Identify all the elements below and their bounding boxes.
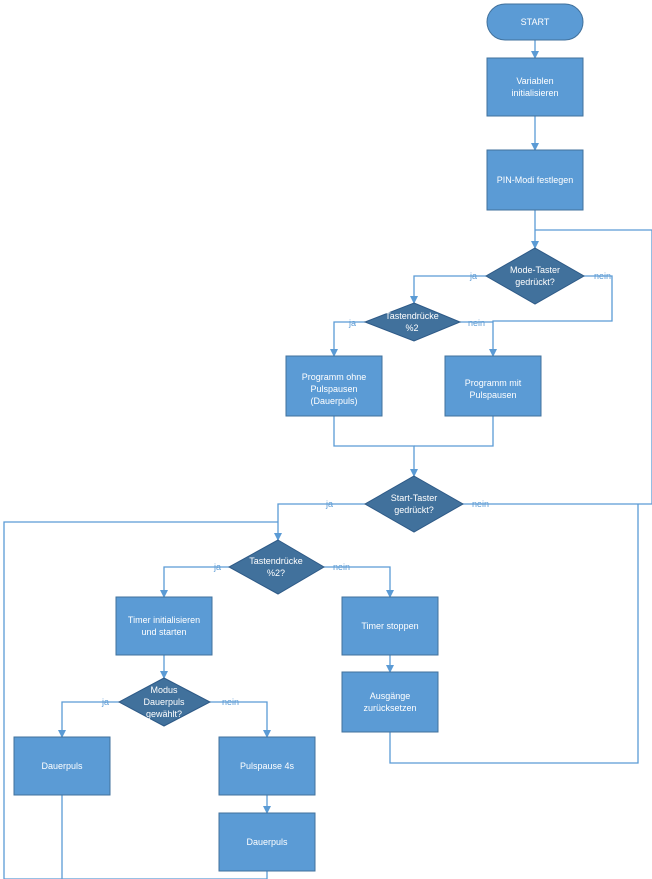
shapes bbox=[13, 3, 586, 872]
node-texts: START Variablen initialisieren PIN-Modi f… bbox=[41, 17, 573, 847]
text-dauerpuls-2: Dauerpuls bbox=[246, 837, 288, 847]
connector-prog-ohne-merge bbox=[333, 416, 418, 477]
node-text-line: PIN-Modi festlegen bbox=[497, 175, 574, 185]
connector-modus-ja bbox=[58, 701, 119, 738]
node-text-line: Timer stoppen bbox=[361, 621, 418, 631]
node-text-line: Tastendrücke bbox=[249, 556, 303, 566]
text-start-taster: Start-Taster gedrückt? bbox=[391, 493, 438, 515]
node-text-line: und starten bbox=[141, 627, 186, 637]
connector-dauerpuls2-loop bbox=[3, 521, 278, 879]
text-dauerpuls-1: Dauerpuls bbox=[41, 761, 83, 771]
decision-mode-taster bbox=[484, 247, 586, 305]
node-text-line: START bbox=[521, 17, 550, 27]
process-ausgaenge-zuruecksetzen bbox=[341, 671, 439, 733]
connector-mode-nein bbox=[489, 275, 613, 357]
label-ja-tastendruecke-2: ja bbox=[213, 562, 221, 572]
node-text-line: Tastendrücke bbox=[385, 311, 439, 321]
label-nein-start-taster: nein bbox=[472, 499, 489, 509]
node-text-line: Timer initialisieren bbox=[128, 615, 200, 625]
connector-ausgaenge-loop bbox=[389, 504, 639, 764]
process-programm-mit-pulspausen bbox=[444, 355, 542, 417]
node-text-line: Ausgänge bbox=[370, 691, 411, 701]
text-mode-taster: Mode-Taster gedrückt? bbox=[510, 265, 560, 287]
connector-tast2-nein bbox=[324, 566, 394, 598]
process-pulspause-4s bbox=[218, 736, 316, 796]
process-pin-modi-festlegen bbox=[486, 149, 584, 211]
process-dauerpuls-2 bbox=[218, 812, 316, 872]
decision-tastendruecke-2 bbox=[227, 539, 325, 595]
node-text-line: Pulspausen bbox=[310, 384, 357, 394]
node-text-line: Variablen bbox=[516, 76, 553, 86]
connector-mode-ja bbox=[410, 275, 486, 304]
process-timer-stoppen bbox=[341, 596, 439, 656]
node-text-line: gedrückt? bbox=[515, 277, 555, 287]
decision-tastendruecke-1 bbox=[363, 302, 462, 342]
text-tastendruecke-2: Tastendrücke %2? bbox=[249, 556, 303, 578]
node-text-line: (Dauerpuls) bbox=[310, 396, 357, 406]
process-variablen-initialisieren bbox=[486, 57, 584, 117]
connector-modus-nein bbox=[210, 701, 271, 738]
node-text-line: %2? bbox=[267, 568, 285, 578]
node-text-line: Dauerpuls bbox=[246, 837, 288, 847]
label-ja-mode-taster: ja bbox=[469, 271, 477, 281]
branch-labels: ja nein ja nein ja nein ja nein ja nein bbox=[101, 271, 611, 707]
label-ja-start-taster: ja bbox=[325, 499, 333, 509]
connector-prog-mit-merge bbox=[414, 416, 494, 447]
connectors bbox=[3, 40, 652, 879]
text-tastendruecke-1: Tastendrücke %2 bbox=[385, 311, 439, 333]
node-text-line: gedrückt? bbox=[394, 505, 434, 515]
node-text-line: Mode-Taster bbox=[510, 265, 560, 275]
node-text-line: Pulspausen bbox=[469, 390, 516, 400]
node-text-line: gewählt? bbox=[146, 709, 182, 719]
node-text-line: Pulspause 4s bbox=[240, 761, 295, 771]
node-text-line: zurücksetzen bbox=[363, 703, 416, 713]
text-timer-initialisieren: Timer initialisieren und starten bbox=[128, 615, 200, 637]
process-dauerpuls-1 bbox=[13, 736, 111, 796]
node-text-line: Modus bbox=[150, 685, 178, 695]
node-text-line: Start-Taster bbox=[391, 493, 438, 503]
label-ja-tastendruecke-1: ja bbox=[348, 318, 356, 328]
label-nein-tastendruecke-2: nein bbox=[333, 562, 350, 572]
text-timer-stoppen: Timer stoppen bbox=[361, 621, 418, 631]
connector-loop-return bbox=[435, 229, 652, 505]
text-ausgaenge-zuruecksetzen: Ausgänge zurücksetzen bbox=[363, 691, 416, 713]
label-nein-modus: nein bbox=[222, 697, 239, 707]
connector-tast2-ja bbox=[160, 566, 229, 598]
label-ja-modus: ja bbox=[101, 697, 109, 707]
connector-start-ja bbox=[274, 503, 365, 541]
text-variablen-initialisieren: Variablen initialisieren bbox=[511, 76, 558, 98]
label-nein-tastendruecke-1: nein bbox=[468, 318, 485, 328]
node-text-line: %2 bbox=[405, 323, 418, 333]
text-pin-modi-festlegen: PIN-Modi festlegen bbox=[497, 175, 574, 185]
process-timer-initialisieren bbox=[115, 596, 213, 656]
node-text-line: Programm mit bbox=[465, 378, 522, 388]
node-text-line: Dauerpuls bbox=[143, 697, 185, 707]
node-text-line: Dauerpuls bbox=[41, 761, 83, 771]
decision-modus-dauerpuls bbox=[117, 677, 212, 727]
process-programm-ohne-pulspausen bbox=[285, 355, 383, 417]
node-text-line: Programm ohne bbox=[302, 372, 367, 382]
node-text-line: initialisieren bbox=[511, 88, 558, 98]
decision-start-taster bbox=[363, 475, 465, 533]
label-nein-mode-taster: nein bbox=[594, 271, 611, 281]
text-start: START bbox=[521, 17, 550, 27]
connector-tast1-ja bbox=[330, 321, 365, 357]
start-terminal bbox=[486, 3, 584, 41]
text-pulspause-4s: Pulspause 4s bbox=[240, 761, 295, 771]
